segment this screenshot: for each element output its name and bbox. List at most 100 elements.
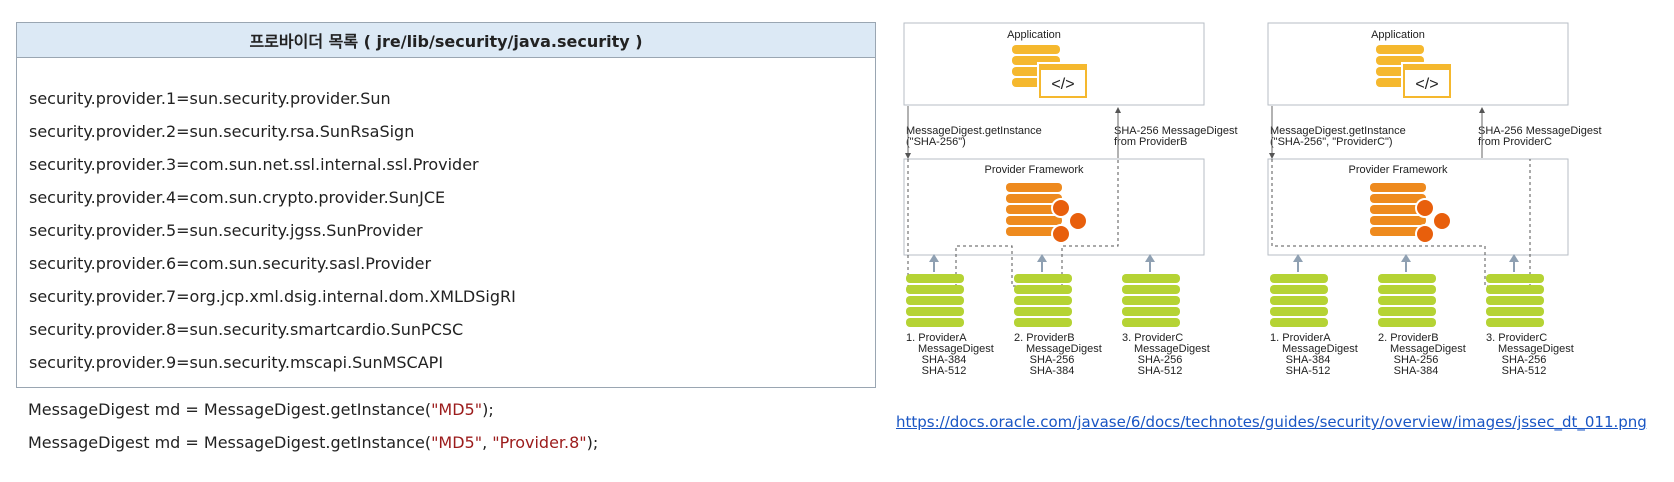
framework-label: Provider Framework	[984, 164, 1084, 176]
provider-database-icon	[1014, 307, 1072, 316]
code-brackets-icon: </>	[1051, 76, 1074, 93]
provider-service: MessageDigest	[1134, 343, 1210, 355]
hexagon-node-icon	[1415, 198, 1435, 218]
database-icon	[1376, 45, 1424, 54]
provider-name: 1. ProviderA	[906, 332, 967, 344]
provider-database-icon	[1378, 296, 1436, 305]
arrow-down-icon	[905, 153, 911, 159]
arrow-up-icon	[929, 254, 939, 262]
arrow-up-icon	[1401, 254, 1411, 262]
provider-service: MessageDigest	[1390, 343, 1466, 355]
hexagon-node-icon	[1051, 224, 1071, 244]
code-suffix: );	[482, 400, 494, 419]
provider-database-icon	[1122, 296, 1180, 305]
arrow-up-icon	[1115, 107, 1121, 113]
framework-database-icon	[1370, 194, 1426, 203]
provider-database-icon	[1270, 285, 1328, 294]
jca-provider-diagram: Application</>MessageDigest.getInstance(…	[903, 22, 1602, 377]
response-label: SHA-256 MessageDigest	[1114, 125, 1238, 137]
provider-service: MessageDigest	[1282, 343, 1358, 355]
provider-database-icon	[1270, 307, 1328, 316]
provider-row: security.provider.2=sun.security.rsa.Sun…	[29, 122, 415, 141]
hexagon-node-icon	[1068, 211, 1088, 231]
provider-database-icon	[1122, 274, 1180, 283]
framework-label: Provider Framework	[1348, 164, 1448, 176]
code-suffix: );	[586, 433, 599, 452]
provider-name: 2. ProviderB	[1014, 332, 1075, 344]
routing-path	[1271, 159, 1531, 287]
request-label: ("SHA-256", "ProviderC")	[1270, 136, 1393, 148]
code-string-argument: "Provider.8"	[492, 433, 587, 452]
provider-database-icon	[1378, 274, 1436, 283]
provider-database-icon	[1270, 274, 1328, 283]
provider-database-icon	[1270, 318, 1328, 327]
code-prefix: MessageDigest md = MessageDigest.getInst…	[28, 400, 432, 419]
provider-row: security.provider.7=org.jcp.xml.dsig.int…	[29, 287, 516, 306]
diagram-panel-2: Application</>MessageDigest.getInstance(…	[1267, 22, 1602, 377]
provider-database-icon	[1378, 307, 1436, 316]
provider-service: MessageDigest	[1026, 343, 1102, 355]
framework-database-icon	[1006, 183, 1062, 192]
provider-database-icon	[1378, 285, 1436, 294]
arrow-up-icon	[1293, 254, 1303, 262]
provider-table-title: 프로바이더 목록 ( jre/lib/security/java.securit…	[17, 23, 875, 58]
provider-database-icon	[1486, 274, 1544, 283]
code-string-argument: "MD5"	[431, 433, 483, 452]
hexagon-node-icon	[1432, 211, 1452, 231]
source-link[interactable]: https://docs.oracle.com/javase/6/docs/te…	[896, 413, 1647, 431]
framework-database-icon	[1006, 205, 1062, 214]
provider-service: MessageDigest	[918, 343, 994, 355]
provider-database-icon	[1122, 285, 1180, 294]
provider-database-icon	[1014, 274, 1072, 283]
provider-algorithm: SHA-256	[1138, 354, 1183, 366]
provider-name: 2. ProviderB	[1378, 332, 1439, 344]
provider-row: security.provider.6=com.sun.security.sas…	[29, 254, 432, 273]
request-label: ("SHA-256")	[906, 136, 966, 148]
framework-database-icon	[1370, 227, 1426, 236]
framework-database-icon	[1006, 227, 1062, 236]
application-label: Application	[1007, 29, 1061, 41]
provider-algorithm: SHA-384	[1394, 365, 1439, 377]
code-separator: ,	[482, 433, 493, 452]
framework-database-icon	[1006, 216, 1062, 225]
database-icon	[1012, 45, 1060, 54]
framework-database-icon	[1370, 183, 1426, 192]
request-label: MessageDigest.getInstance	[906, 125, 1042, 137]
provider-database-icon	[1270, 296, 1328, 305]
provider-row: security.provider.5=sun.security.jgss.Su…	[29, 221, 423, 240]
provider-algorithm: SHA-512	[1502, 365, 1547, 377]
provider-algorithm: SHA-512	[1286, 365, 1331, 377]
request-label: MessageDigest.getInstance	[1270, 125, 1406, 137]
provider-database-icon	[1014, 318, 1072, 327]
hexagon-node-icon	[1415, 224, 1435, 244]
framework-database-icon	[1370, 205, 1426, 214]
framework-database-icon	[1006, 194, 1062, 203]
provider-database-icon	[906, 307, 964, 316]
provider-name: 3. ProviderC	[1122, 332, 1183, 344]
provider-database-icon	[1122, 318, 1180, 327]
arrow-up-icon	[1145, 254, 1155, 262]
provider-database-icon	[1486, 307, 1544, 316]
provider-name: 1. ProviderA	[1270, 332, 1331, 344]
provider-table: 프로바이더 목록 ( jre/lib/security/java.securit…	[16, 22, 876, 388]
arrow-up-icon	[1509, 254, 1519, 262]
provider-row: security.provider.8=sun.security.smartca…	[29, 320, 464, 339]
arrow-up-icon	[1037, 254, 1047, 262]
provider-algorithm: SHA-256	[1502, 354, 1547, 366]
provider-row: security.provider.4=com.sun.crypto.provi…	[29, 188, 446, 207]
arrow-up-icon	[1479, 107, 1485, 113]
code-string-argument: "MD5"	[431, 400, 483, 419]
provider-algorithm: SHA-384	[1286, 354, 1331, 366]
code-window-pane	[1041, 70, 1085, 96]
application-label: Application	[1371, 29, 1425, 41]
hexagon-node-icon	[1051, 198, 1071, 218]
provider-row: security.provider.9=sun.security.mscapi.…	[29, 353, 444, 372]
response-label: from ProviderB	[1114, 136, 1187, 148]
provider-table-body: security.provider.1=sun.security.provide…	[17, 58, 875, 387]
provider-database-icon	[906, 285, 964, 294]
